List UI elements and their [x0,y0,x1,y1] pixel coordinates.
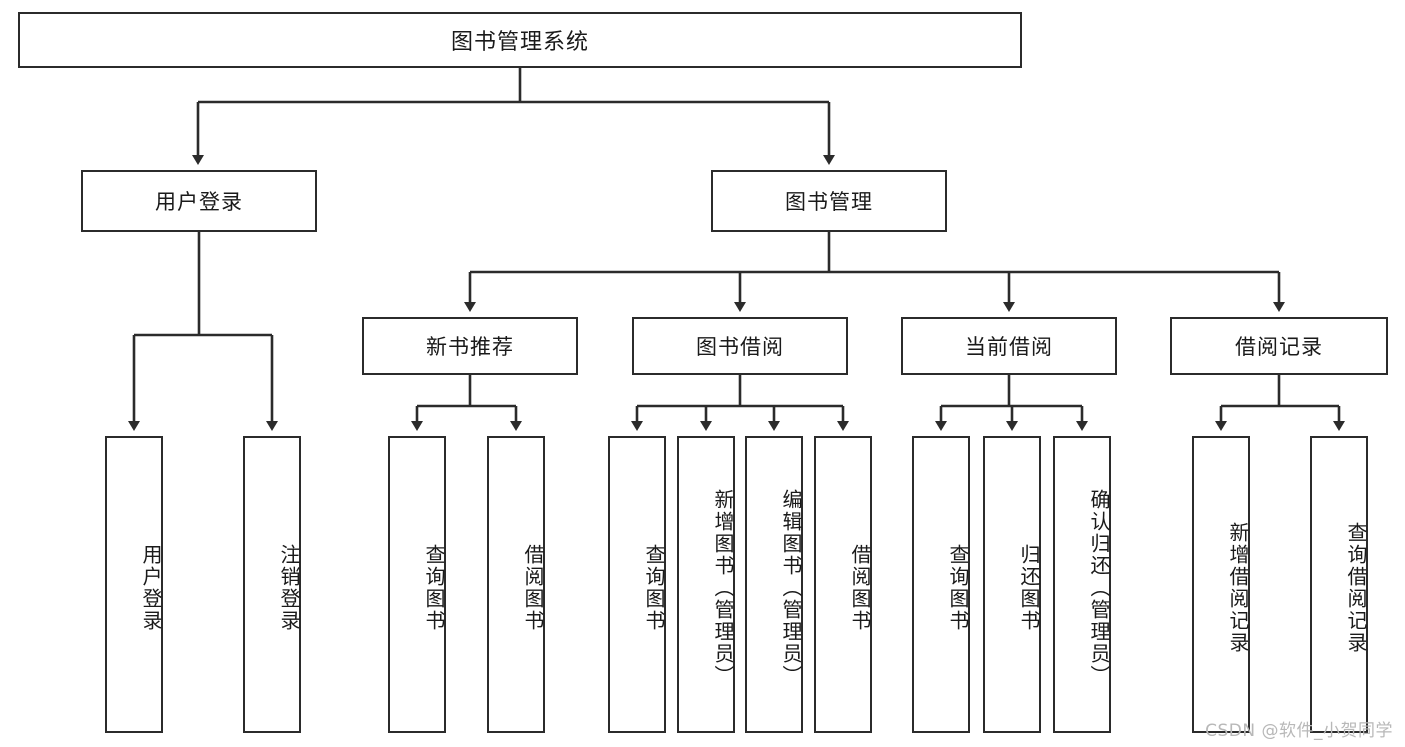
node-leaf-query-book-borrow-label: 查询图书 [642,543,666,632]
node-leaf-query-book-borrow[interactable]: 查询图书 [608,436,666,733]
watermark: CSDN @软件_小贺同学 [1205,721,1393,741]
node-leaf-confirm-return[interactable]: 确认归还（管理员） [1053,436,1111,733]
node-book-borrow[interactable]: 图书借阅 [632,317,848,375]
node-leaf-add-book[interactable]: 新增图书（管理员） [677,436,735,733]
node-book-borrow-label: 图书借阅 [696,335,784,359]
node-leaf-borrow-book[interactable]: 借阅图书 [814,436,872,733]
node-leaf-borrow-book-recommend[interactable]: 借阅图书 [487,436,545,733]
node-root[interactable]: 图书管理系统 [18,12,1022,68]
node-leaf-query-borrow-record[interactable]: 查询借阅记录 [1310,436,1368,733]
node-leaf-return-book-label: 归还图书 [1017,543,1041,632]
node-borrow-records-label: 借阅记录 [1235,335,1323,359]
node-leaf-return-book[interactable]: 归还图书 [983,436,1041,733]
node-leaf-query-book-current-label: 查询图书 [946,543,970,632]
node-leaf-add-borrow-record[interactable]: 新增借阅记录 [1192,436,1250,733]
node-book-management-label: 图书管理 [785,190,873,214]
node-leaf-user-login-label: 用户登录 [139,543,163,632]
node-book-management[interactable]: 图书管理 [711,170,947,232]
node-current-borrow-label: 当前借阅 [965,335,1053,359]
node-leaf-query-book-recommend[interactable]: 查询图书 [388,436,446,733]
node-leaf-borrow-book-label: 借阅图书 [848,543,872,632]
node-leaf-edit-book[interactable]: 编辑图书（管理员） [745,436,803,733]
node-leaf-query-book-recommend-label: 查询图书 [422,543,446,632]
node-current-borrow[interactable]: 当前借阅 [901,317,1117,375]
node-leaf-edit-book-label: 编辑图书（管理员） [779,488,803,687]
node-leaf-user-logout[interactable]: 注销登录 [243,436,301,733]
node-leaf-user-login[interactable]: 用户登录 [105,436,163,733]
node-leaf-add-borrow-record-label: 新增借阅记录 [1226,521,1250,654]
node-root-label: 图书管理系统 [450,30,589,55]
node-leaf-user-logout-label: 注销登录 [277,543,301,632]
node-new-book-recommend[interactable]: 新书推荐 [362,317,578,375]
node-user-login[interactable]: 用户登录 [81,170,317,232]
node-leaf-query-book-current[interactable]: 查询图书 [912,436,970,733]
node-new-book-recommend-label: 新书推荐 [426,335,514,359]
node-leaf-add-book-label: 新增图书（管理员） [711,488,735,687]
node-user-login-label: 用户登录 [155,190,243,214]
node-leaf-query-borrow-record-label: 查询借阅记录 [1344,521,1368,654]
node-leaf-borrow-book-recommend-label: 借阅图书 [521,543,545,632]
node-leaf-confirm-return-label: 确认归还（管理员） [1087,488,1111,687]
node-borrow-records[interactable]: 借阅记录 [1170,317,1388,375]
